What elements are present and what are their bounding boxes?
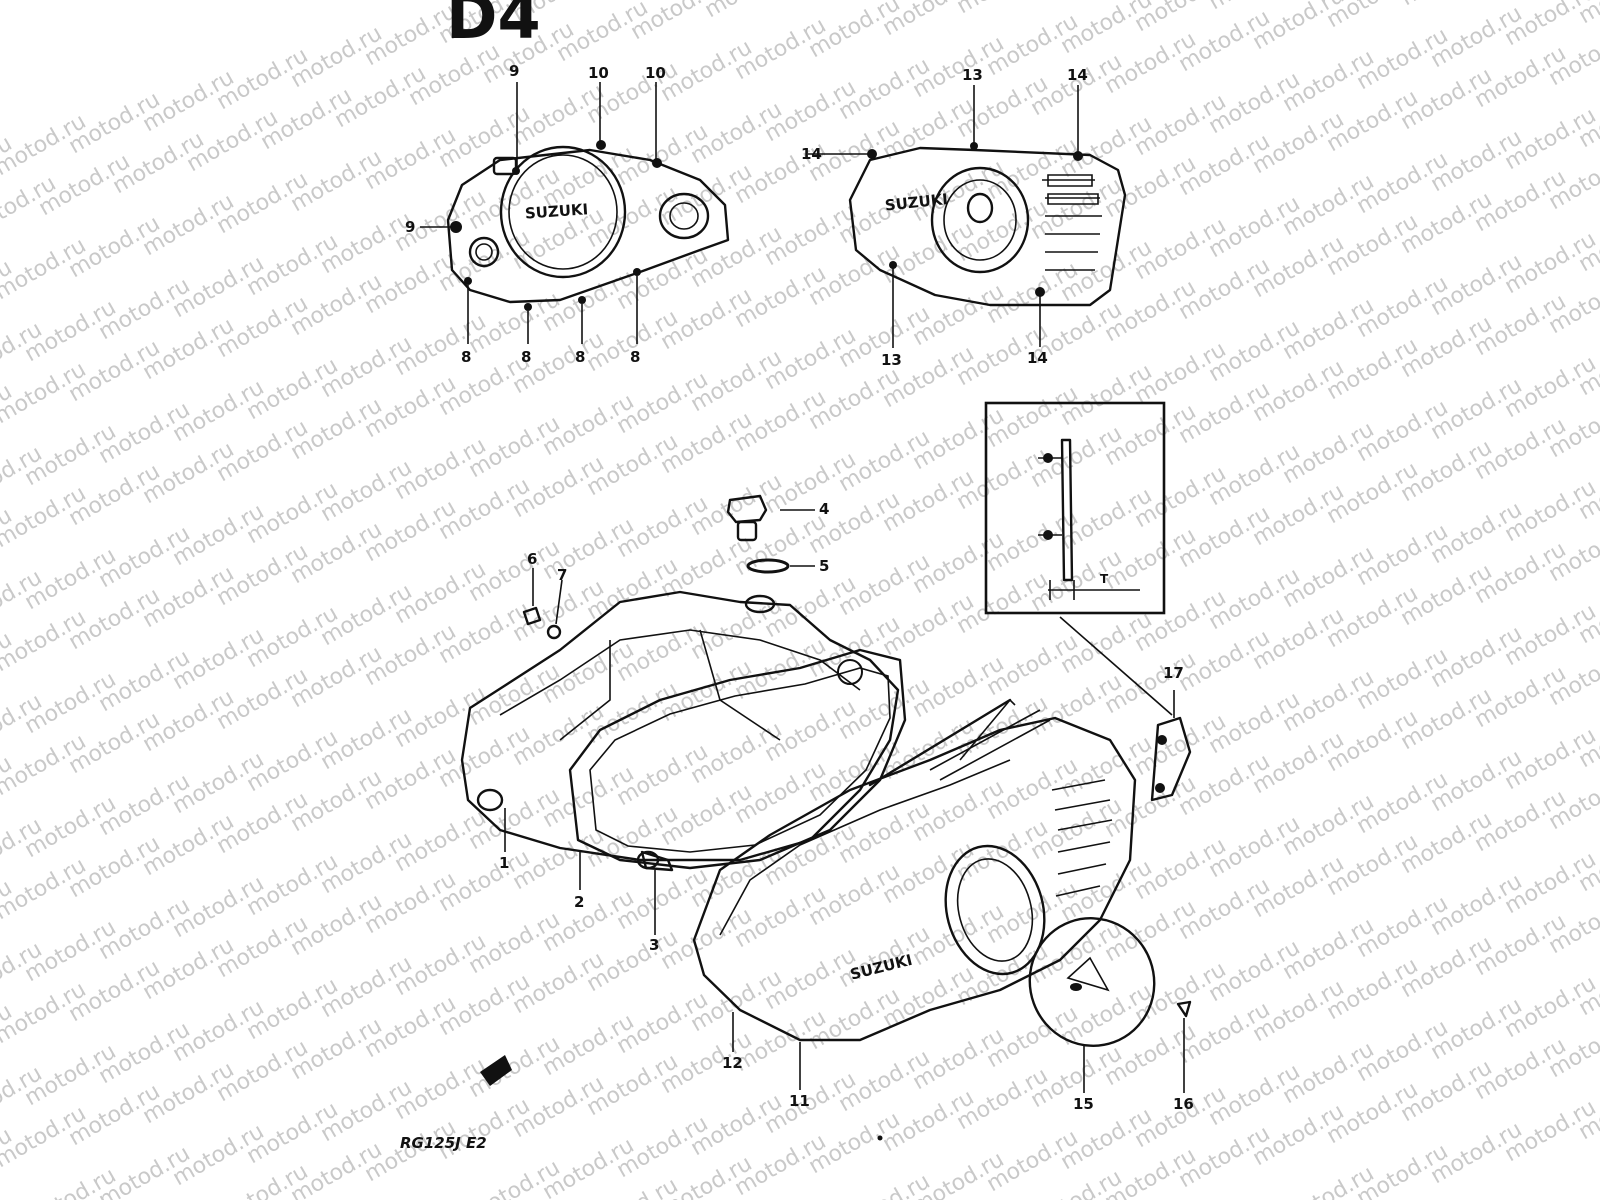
callout-7: 7 [557,566,568,584]
callout-11: 11 [789,1092,810,1110]
inspection-cap [1028,917,1156,1047]
watermark-text: motod.ru [1575,0,1600,29]
callout-9: 9 [509,62,520,80]
callout-5: 5 [819,557,830,575]
watermark-text: motod.ru [775,0,875,1]
callout-15: 15 [1073,1095,1094,1113]
brand-mark-front: SUZUKI [524,200,588,222]
watermark-text: motod.ru [953,0,1053,19]
callout-8: 8 [521,348,532,366]
inset-dimension-label: T [1100,572,1109,586]
shim-plate [480,1055,512,1086]
callout-8: 8 [630,348,641,366]
callout-10: 10 [645,64,666,82]
screw [1176,1000,1192,1018]
callout-16: 16 [1173,1095,1194,1113]
callout-6: 6 [527,550,538,568]
magneto-cover-front-view: SUZUKI [848,142,1127,307]
callout-2: 2 [574,893,585,911]
page-code: D4 [446,0,541,53]
callout-17: 17 [1163,664,1184,682]
callout-13: 13 [962,66,983,84]
bracket [1150,716,1192,802]
callout-14: 14 [1027,349,1048,367]
dowel-pin [636,850,674,872]
filler-cap [726,494,790,574]
callout-14: 14 [1067,66,1088,84]
callout-3: 3 [649,936,660,954]
callout-10: 10 [588,64,609,82]
watermark-text: motod.ru [701,0,801,23]
gasket [568,648,907,870]
callout-4: 4 [819,500,830,518]
stray-dot [877,1135,883,1141]
model-code: RG125J E2 [400,1134,487,1152]
cable [868,698,1012,787]
detail-inset: T [984,401,1173,716]
bolt-washer [522,606,562,640]
callout-1: 1 [499,854,510,872]
callout-14: 14 [801,145,822,163]
callout-8: 8 [461,348,472,366]
leader-lines [420,82,1185,1093]
callout-8: 8 [575,348,586,366]
clutch-cover-front-view: SUZUKI [446,140,730,311]
crankcase-cover-left [460,590,900,862]
callout-12: 12 [722,1054,743,1072]
watermark-text: motod.ru [1397,0,1497,11]
callout-13: 13 [881,351,902,369]
callout-9: 9 [405,218,416,236]
